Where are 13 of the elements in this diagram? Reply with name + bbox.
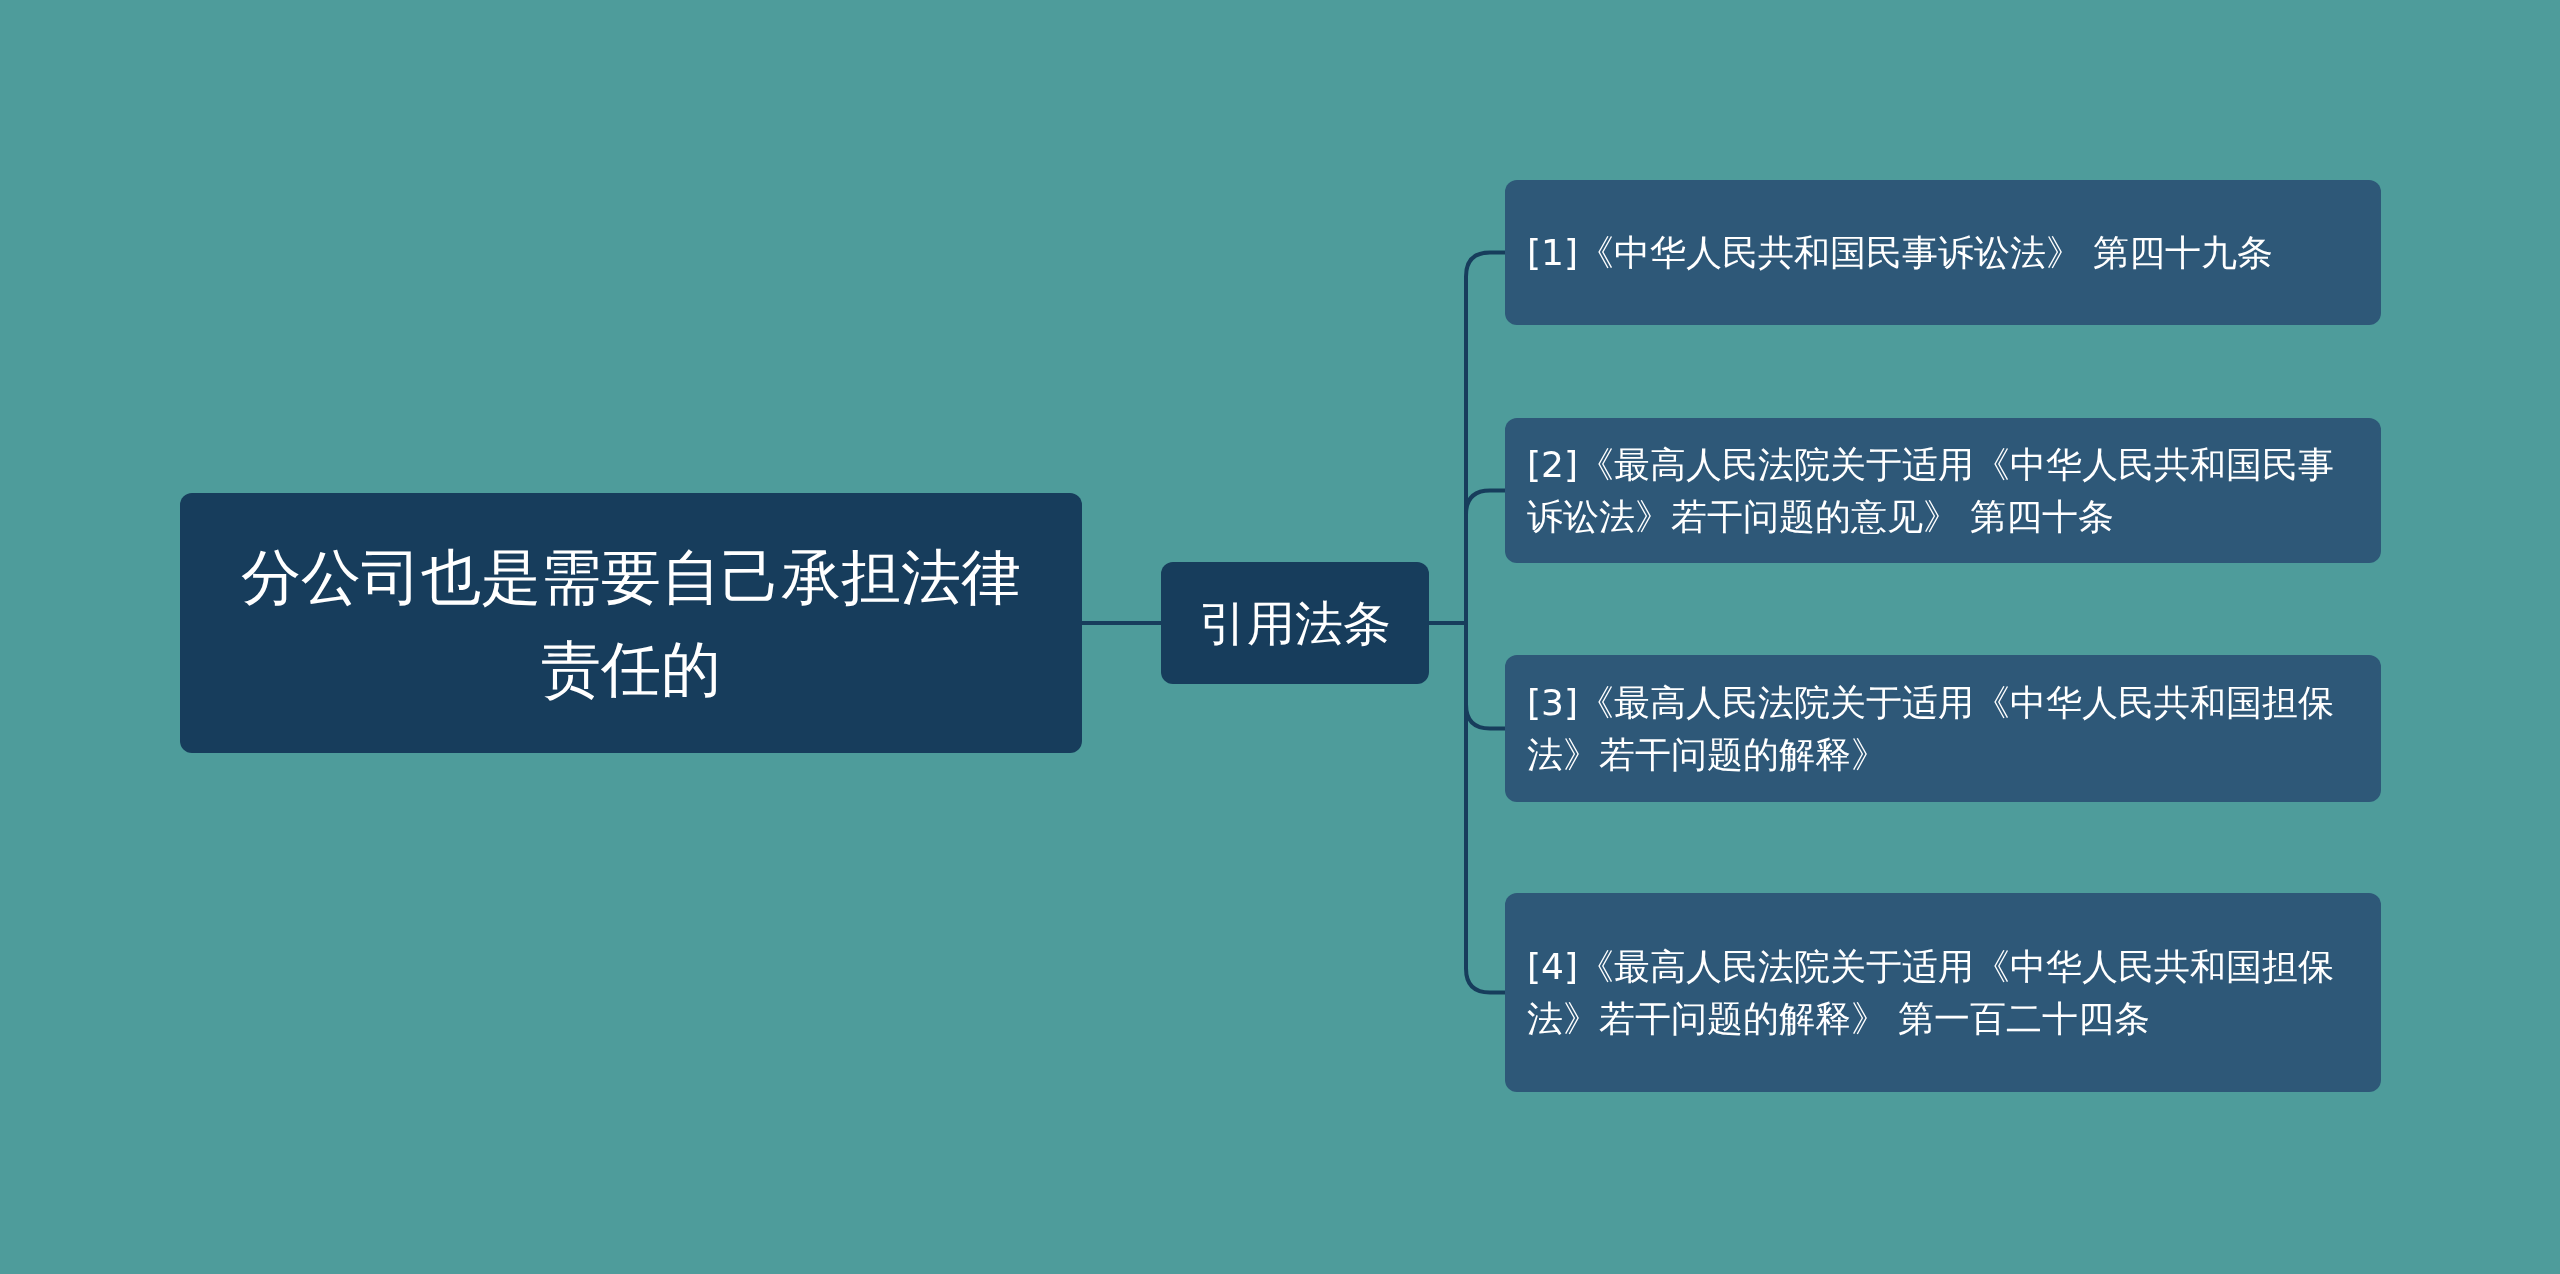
topic-box [180, 493, 1082, 753]
node-text: [1]《中华人民共和国民事诉讼法》 第四十九条 [1527, 230, 2274, 275]
branch-box [1161, 562, 1429, 684]
leaf-box [1505, 655, 2381, 802]
connector-line [1082, 621, 1161, 625]
node-text: [3]《最高人民法院关于适用《中华人民共和国担保法》若干问题的解释》 [1527, 680, 2335, 777]
node-text: [2]《最高人民法院关于适用《中华人民共和国民事诉讼法》若干问题的意见》 第四十条 [1527, 442, 2335, 539]
leaf-box [1505, 180, 2381, 325]
node-text: 分公司也是需要自己承担法律责任的 [240, 541, 1022, 706]
leaf-box [1505, 893, 2381, 1092]
leaf-box [1505, 418, 2381, 563]
node-text: 引用法条 [1199, 594, 1391, 653]
node-text: [4]《最高人民法院关于适用《中华人民共和国担保法》若干问题的解释》 第一百二十四条 [1527, 944, 2335, 1041]
